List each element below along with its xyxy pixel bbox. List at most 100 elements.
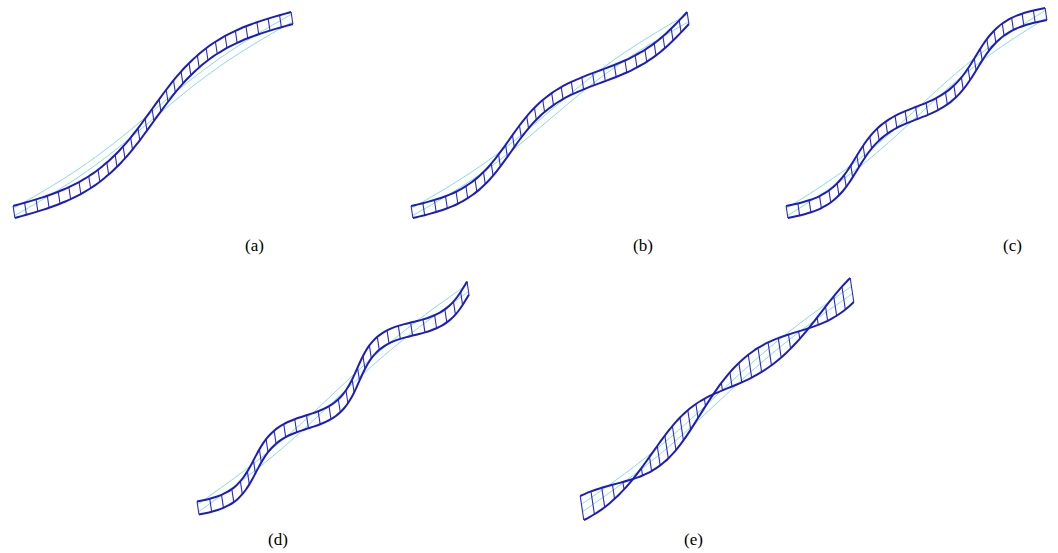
deck-section	[259, 449, 261, 462]
deck-section	[145, 119, 147, 131]
deck-section	[826, 307, 828, 321]
deck-section	[1045, 8, 1047, 20]
deck-section	[446, 196, 448, 208]
deck-section	[561, 87, 563, 99]
deck-section	[886, 122, 888, 134]
deck-section	[672, 426, 676, 450]
deck-section	[687, 12, 689, 24]
deck-section	[877, 128, 879, 140]
deck-section	[527, 116, 529, 128]
deformed-edge	[580, 302, 854, 496]
deck-section	[115, 155, 117, 167]
deck-section	[377, 337, 379, 350]
deck-section	[612, 485, 614, 499]
deck-section	[857, 155, 859, 167]
deck-section	[680, 418, 683, 441]
deck-section	[274, 431, 276, 444]
deck-section	[247, 471, 249, 484]
deck-section	[166, 90, 168, 102]
deck-section	[257, 22, 259, 34]
deck-section	[602, 488, 605, 507]
deck-section	[423, 203, 425, 215]
deck-section	[346, 390, 348, 403]
deck-section	[235, 31, 237, 43]
mode-shape	[411, 12, 689, 218]
deck-section	[466, 186, 468, 198]
deck-section	[295, 419, 297, 432]
deck-section	[445, 309, 447, 322]
deck-section	[936, 98, 938, 110]
deck-section	[916, 107, 918, 119]
deck-section	[411, 323, 413, 336]
deck-section	[534, 108, 536, 120]
deck-section	[435, 315, 437, 328]
deck-section	[844, 175, 846, 187]
deck-section	[240, 481, 242, 494]
deck-section	[905, 111, 907, 123]
deck-section	[926, 103, 928, 115]
deck-section	[519, 126, 521, 138]
deck-section	[820, 196, 822, 208]
deck-section	[625, 60, 627, 72]
deck-section	[604, 69, 606, 81]
deck-section	[253, 460, 255, 473]
deck-section	[222, 495, 224, 508]
deck-section	[189, 63, 191, 75]
deck-section	[79, 182, 81, 194]
deck-section	[980, 49, 982, 61]
mode-shape	[13, 12, 293, 218]
deck-section	[174, 80, 176, 92]
deck-section	[131, 138, 133, 150]
deformed-edge	[788, 20, 1047, 218]
deck-section	[467, 282, 469, 295]
deformed-edge	[13, 12, 291, 206]
deck-section	[475, 180, 477, 192]
deck-section	[778, 338, 781, 357]
deck-section	[329, 406, 331, 419]
deck-section	[665, 436, 668, 459]
mode-shape	[197, 282, 469, 515]
deck-section	[246, 26, 248, 38]
deck-section	[679, 20, 681, 32]
deck-section	[123, 146, 125, 158]
subfigure-label: (d)	[268, 530, 288, 550]
deck-section	[580, 496, 584, 520]
subfigure-label: (b)	[633, 236, 653, 256]
deck-section	[961, 77, 963, 89]
deck-section	[987, 39, 989, 51]
deck-section	[654, 43, 656, 55]
deck-section	[1033, 11, 1035, 23]
deck-section	[338, 399, 340, 412]
deck-section	[582, 77, 584, 89]
deck-section	[809, 200, 811, 212]
deck-section	[829, 190, 831, 202]
deformed-edge	[584, 278, 850, 520]
deck-section	[649, 457, 651, 471]
deck-section	[411, 206, 413, 218]
deformed-edge	[413, 24, 689, 218]
deck-section	[614, 65, 616, 77]
deck-section	[358, 368, 360, 381]
deck-section	[398, 326, 400, 339]
deck-section	[768, 342, 771, 365]
mode-shape	[580, 278, 854, 520]
deck-section	[788, 334, 790, 348]
undeformed-edge	[412, 14, 688, 208]
deck-section	[363, 356, 365, 369]
deformed-edge	[197, 282, 467, 502]
deck-section	[58, 192, 60, 204]
deck-section	[842, 287, 845, 310]
deck-section	[968, 68, 970, 80]
deck-section	[491, 164, 493, 176]
deck-section	[739, 363, 742, 382]
undeformed-edge	[412, 22, 688, 216]
deck-section	[352, 379, 354, 392]
deck-section	[758, 348, 762, 372]
mode-shape	[786, 8, 1047, 218]
deck-section	[181, 72, 183, 84]
deck-section	[434, 200, 436, 212]
deck-section	[1022, 14, 1024, 26]
deck-section	[571, 82, 573, 94]
